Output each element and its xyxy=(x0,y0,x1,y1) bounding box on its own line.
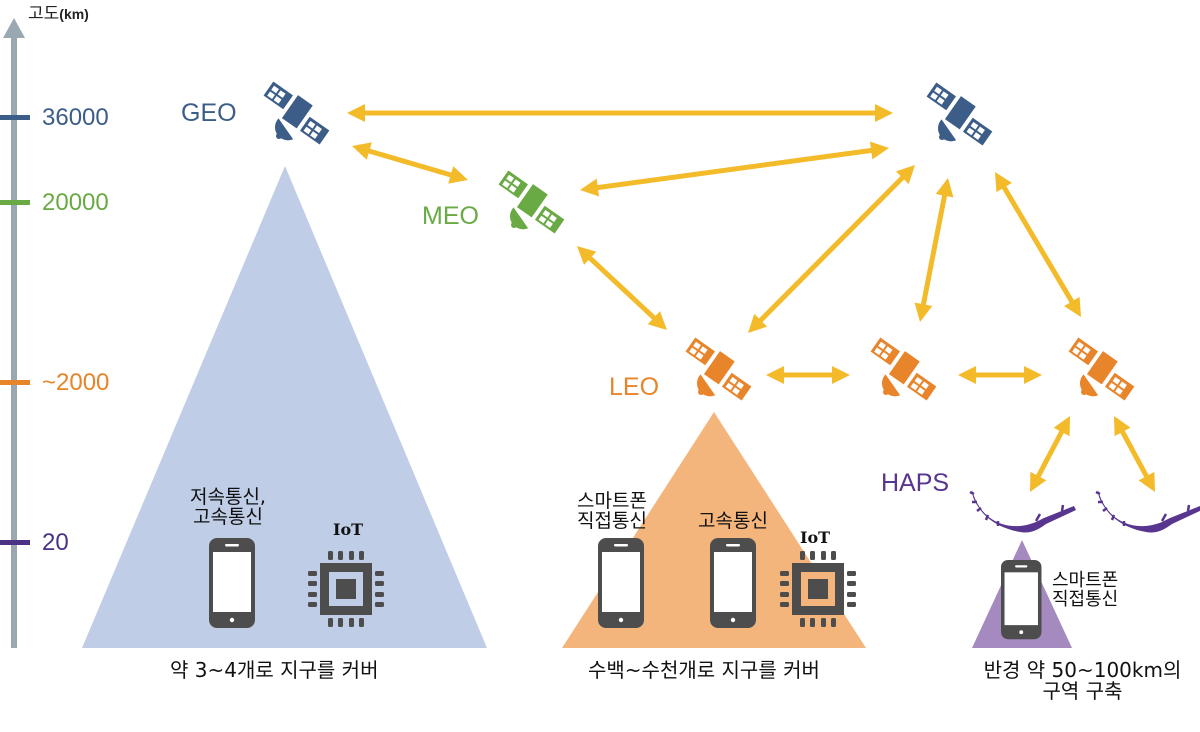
axis-tick-20000 xyxy=(0,200,30,205)
leo-caption: 수백~수천개로 지구를 커버 xyxy=(588,658,820,682)
arrowhead-icon xyxy=(766,366,784,384)
leo-satellite-icon xyxy=(1063,335,1141,401)
link-arrow xyxy=(347,104,893,122)
haps-aircraft-icon xyxy=(968,488,1078,534)
altitude-axis xyxy=(0,18,30,648)
arrowhead-icon xyxy=(1024,366,1042,384)
axis-tick-20 xyxy=(0,540,30,545)
geo-satellite-icon xyxy=(921,80,999,146)
geo-iot-label: IoT xyxy=(333,520,364,539)
smartphone-icon xyxy=(598,538,644,628)
haps-smartphone-label-line2: 직접통신 xyxy=(1052,588,1119,610)
arrowhead-icon xyxy=(1114,416,1131,437)
link-arrow xyxy=(766,366,850,384)
arrowhead-icon xyxy=(748,313,768,333)
link-arrow xyxy=(1030,416,1070,492)
axis-title-text: 고도 xyxy=(28,4,60,23)
axis-label-2000: ~2000 xyxy=(42,369,110,396)
leo-satellite-icon xyxy=(680,335,758,401)
link-arrow xyxy=(995,172,1081,317)
leo-smartphone-label: 스마트폰 직접통신 xyxy=(577,490,647,532)
arrowhead-icon xyxy=(577,246,597,265)
arrowhead-icon xyxy=(352,142,372,160)
arrowhead-icon xyxy=(935,178,954,198)
arrowhead-icon xyxy=(995,172,1012,193)
leo-iot-label: IoT xyxy=(800,528,831,547)
arrowhead-icon xyxy=(914,302,933,322)
link-line xyxy=(1117,425,1152,483)
arrowhead-icon xyxy=(647,311,667,330)
haps-caption-line2: 구역 구축 xyxy=(1042,679,1123,703)
axis-label-20000: 20000 xyxy=(42,189,109,216)
haps-label: HAPS xyxy=(881,469,950,497)
link-arrow xyxy=(580,141,889,197)
arrowhead-icon xyxy=(958,366,976,384)
link-arrow xyxy=(1114,416,1155,492)
leo-smartphone-label-line1: 스마트폰 xyxy=(577,490,647,512)
haps-caption: 반경 약 50~100km의 구역 구축 xyxy=(975,660,1190,702)
arrowhead-icon xyxy=(869,141,889,160)
leo-label: LEO xyxy=(609,373,660,401)
geo-device-label-line1: 저속통신, xyxy=(190,486,266,508)
arrowhead-icon xyxy=(895,165,915,185)
arrowhead-icon xyxy=(580,178,600,197)
link-line xyxy=(362,146,458,180)
inter-satellite-links xyxy=(347,104,1155,492)
haps-aircraft-icon xyxy=(1094,488,1200,534)
link-line xyxy=(1033,425,1067,483)
haps-smartphone-label: 스마트폰 직접통신 xyxy=(1052,570,1119,610)
arrowhead-icon xyxy=(1064,296,1081,317)
geo-device-label: 저속통신, 고속통신 xyxy=(190,486,266,528)
link-line xyxy=(591,147,878,191)
link-arrow xyxy=(577,246,667,330)
leo-smartphone-label-line2: 직접통신 xyxy=(577,509,647,532)
smartphone-icon xyxy=(710,538,756,628)
axis-tick-2000 xyxy=(0,380,30,385)
meo-label: MEO xyxy=(422,202,479,230)
haps-caption-line1: 반경 약 50~100km의 xyxy=(983,658,1182,682)
link-line xyxy=(754,171,909,327)
arrowhead-icon xyxy=(1138,471,1155,492)
smartphone-icon xyxy=(1001,560,1042,640)
arrowhead-icon xyxy=(448,166,468,184)
link-arrow xyxy=(958,366,1042,384)
geo-satellite-icon xyxy=(258,79,336,145)
link-arrow xyxy=(352,142,468,184)
geo-device-label-line2: 고속통신 xyxy=(193,505,263,528)
axis-label-36000: 36000 xyxy=(42,104,109,131)
axis-unit: (km) xyxy=(59,6,89,22)
geo-caption: 약 3~4개로 지구를 커버 xyxy=(170,658,379,682)
axis-tick-36000 xyxy=(0,115,30,120)
arrowhead-icon xyxy=(875,104,893,122)
arrowhead-icon xyxy=(1030,471,1047,492)
arrowhead-icon xyxy=(347,104,365,122)
arrowhead-icon xyxy=(1053,416,1070,437)
axis-title: 고도(km) xyxy=(28,5,89,23)
link-line xyxy=(919,189,949,311)
meo-satellite-icon xyxy=(493,168,571,234)
haps-smartphone-label-line1: 스마트폰 xyxy=(1052,570,1119,591)
leo-satellite-icon xyxy=(865,335,943,401)
arrowhead-icon xyxy=(832,366,850,384)
geo-label: GEO xyxy=(181,99,237,127)
link-arrow xyxy=(748,165,915,333)
axis-arrow-icon xyxy=(3,18,25,38)
link-line xyxy=(998,181,1078,308)
geo-coverage-triangle xyxy=(82,166,487,648)
smartphone-icon xyxy=(209,538,255,628)
leo-highspeed-label: 고속통신 xyxy=(698,510,768,532)
link-arrow xyxy=(914,178,954,322)
axis-label-20: 20 xyxy=(42,529,69,556)
link-line xyxy=(584,252,660,324)
